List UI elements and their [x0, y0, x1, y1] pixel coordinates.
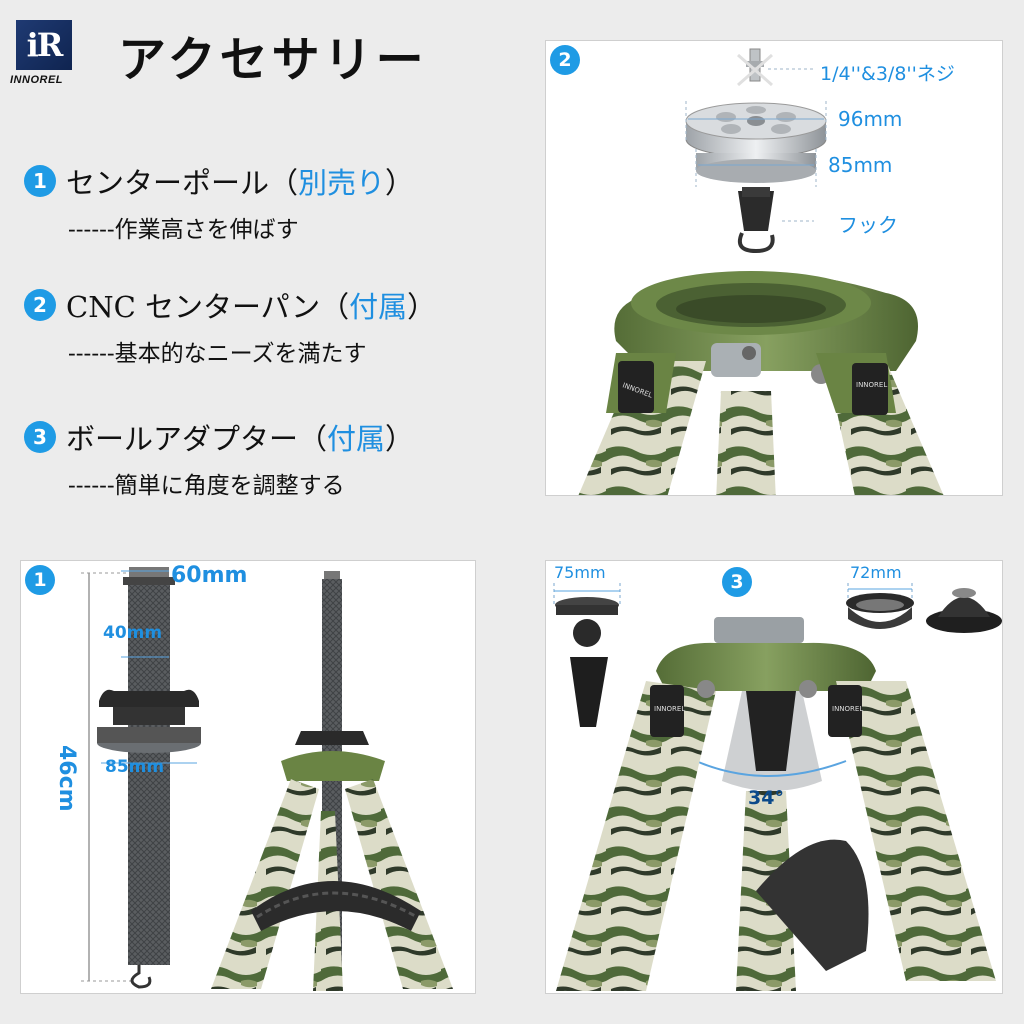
brand-logo: iR INNOREL [10, 14, 90, 92]
leg-brand-left-3: INNOREL [654, 705, 685, 713]
feature-3-badge: 3 [24, 421, 56, 453]
panel-3-badge: 3 [722, 567, 752, 597]
pan-plate [685, 102, 827, 183]
center-pole-panel: 1 60mm 40mm 46cm 85mm [20, 560, 476, 994]
screw-label: 1/4''&3/8''ネジ [820, 63, 955, 85]
hook-label: フック [838, 213, 898, 237]
hook-icon [737, 187, 814, 254]
feature-2-desc: ------基本的なニーズを満たす [68, 341, 367, 367]
pole-tube-dim: 40mm [103, 623, 163, 643]
screw-icon [737, 48, 816, 87]
pole-length-dim: 46cm [54, 745, 79, 812]
feature-2-name: CNC センターパン（ [66, 290, 350, 324]
logo-mark: iR [16, 20, 72, 70]
page-title: アクセサリー [118, 32, 428, 88]
center-pan-illustration: INNOREL INNOREL [578, 48, 944, 495]
bowl-adapter-icon [846, 583, 1002, 633]
feature-1-name: センターポール（ [66, 166, 299, 200]
tripod-with-pole [211, 571, 453, 991]
feature-3-close: ） [385, 422, 415, 456]
tripod-apex [614, 271, 918, 384]
feature-1-badge: 1 [24, 165, 56, 197]
center-pan-panel: INNOREL INNOREL 2 1/4''&3/8''ネジ 96mm 85m… [545, 40, 1003, 496]
panel-1-badge: 1 [25, 565, 55, 595]
ball-adapter-panel: INNOREL INNOREL 3 75mm 72mm 34° [545, 560, 1003, 994]
plate-bottom-dim: 85mm [828, 153, 893, 177]
feature-3-tag: 付属 [327, 422, 386, 456]
adapter-dim: 72mm [850, 563, 902, 582]
panel-2-badge: 2 [550, 45, 580, 75]
tripod-apex-3 [556, 617, 996, 991]
leg-brand-right-3: INNOREL [832, 705, 863, 713]
feature-3-name: ボールアダプター（ [66, 422, 328, 456]
feature-1: 1 センターポール（別売り） ------作業高さを伸ばす [24, 160, 414, 244]
feature-1-tag: 別売り [298, 166, 386, 200]
plate-top-dim: 96mm [838, 107, 903, 131]
pole-pan-dim: 85mm [105, 757, 165, 777]
feature-1-desc: ------作業高さを伸ばす [68, 217, 299, 243]
feature-1-close: ） [385, 166, 415, 200]
ball-adapter-illustration: INNOREL INNOREL [553, 583, 1002, 991]
feature-2-badge: 2 [24, 289, 56, 321]
feature-2: 2 CNC センターパン（付属） ------基本的なニーズを満たす [24, 284, 436, 368]
head-dim: 75mm [554, 563, 606, 582]
center-pole-illustration [81, 567, 453, 991]
center-pole [97, 567, 201, 989]
logo-text: INNOREL [10, 74, 63, 86]
feature-2-tag: 付属 [349, 290, 408, 324]
feature-3-desc: ------簡単に角度を調整する [68, 473, 345, 499]
leg-brand-right: INNOREL [856, 381, 887, 389]
tilt-angle: 34° [748, 787, 784, 809]
feature-2-close: ） [407, 290, 437, 324]
feature-3: 3 ボールアダプター（付属） ------簡単に角度を調整する [24, 416, 414, 500]
pole-top-dim: 60mm [171, 563, 248, 588]
ball-head-icon [553, 583, 621, 727]
